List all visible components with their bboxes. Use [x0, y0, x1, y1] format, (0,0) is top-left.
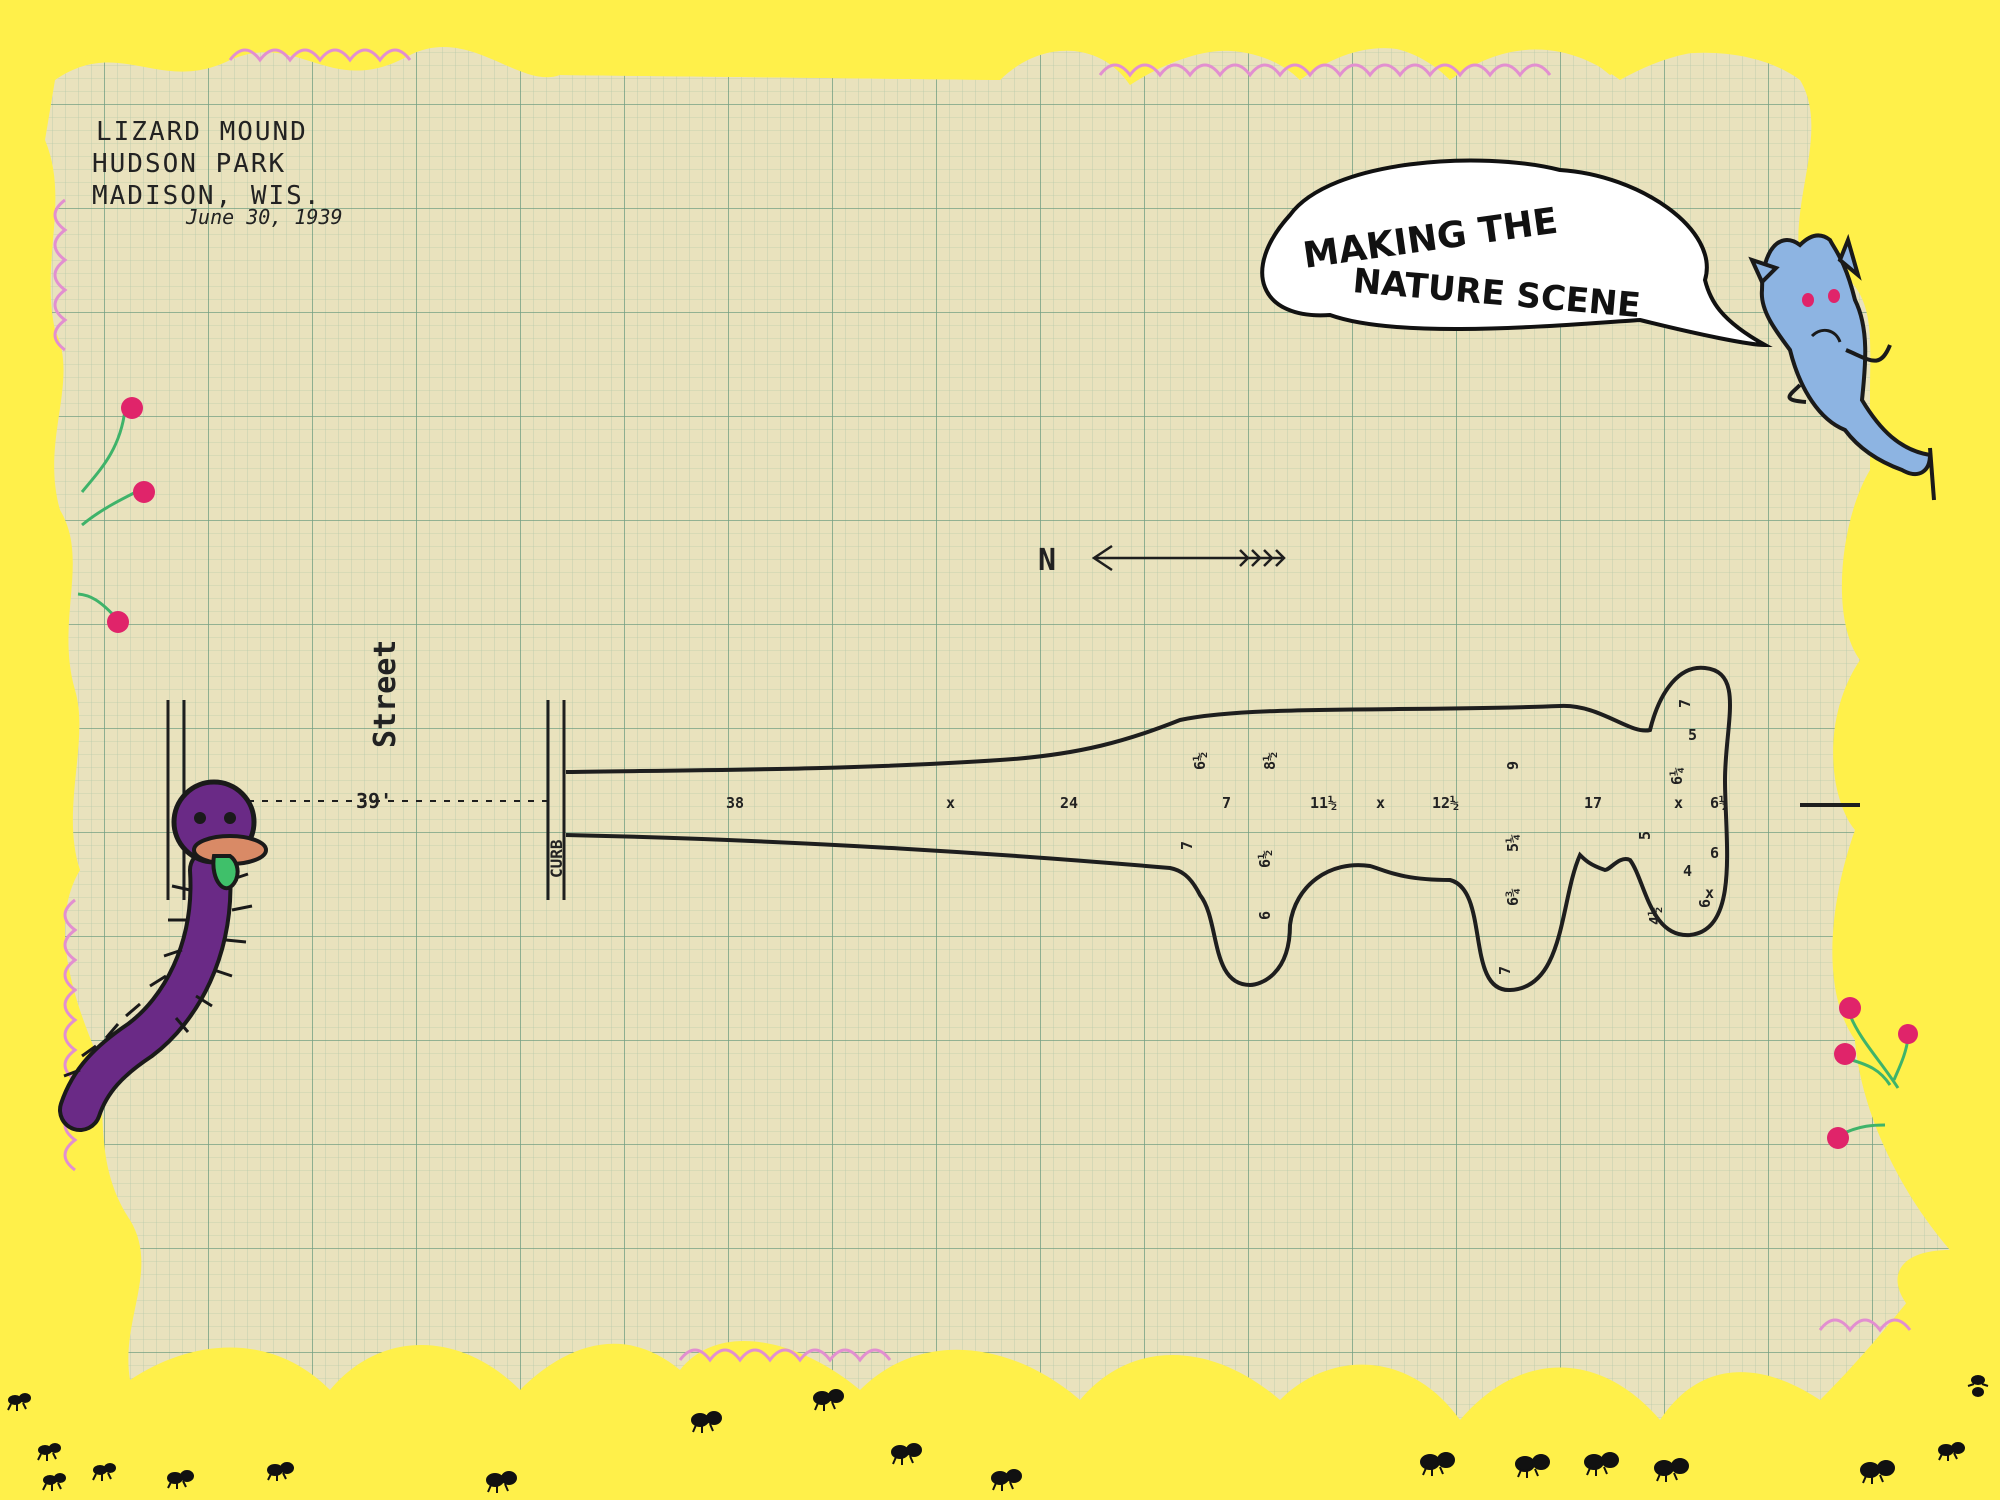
measurement: 11½ [1310, 794, 1337, 812]
measurement: 6¼ [1668, 767, 1686, 785]
measurement: 24 [1060, 794, 1078, 812]
header-line-2: HUDSON PARK [92, 149, 286, 179]
header-line-1: LIZARD MOUND [96, 117, 308, 147]
flowers-left [77, 397, 155, 633]
flowers-right [1827, 997, 1918, 1149]
measurement: x [1705, 884, 1714, 902]
speech-bubble: MAKING THE NATURE SCENE [1260, 158, 1773, 348]
measurement: 9 [1504, 761, 1522, 770]
measurement: 7 [1222, 794, 1231, 812]
blue-creature [1748, 233, 1936, 501]
graph-paper [45, 45, 1950, 1420]
measurement: 6 [1256, 911, 1274, 920]
measurement: 4 [1683, 862, 1692, 880]
curb-label: CURB [547, 839, 566, 878]
measurement-annotations: 38 x 24 6½ 7 8½ 11½ x 12½ 9 17 7 5 6¼ 6½… [726, 699, 1728, 975]
header-label: LIZARD MOUND HUDSON PARK MADISON, WIS. J… [92, 117, 343, 229]
measurement: 4½ [1646, 907, 1664, 925]
measurement: 7 [1178, 841, 1196, 850]
street-label: Street [368, 640, 403, 748]
measurement: x [946, 794, 955, 812]
measurement: 5 [1688, 726, 1697, 744]
measurement: 7 [1496, 966, 1514, 975]
measurement: 6¾ [1504, 888, 1522, 906]
measurement: 6 [1696, 899, 1714, 908]
measurement: 6½ [1256, 850, 1274, 868]
measurement: 5 [1636, 831, 1654, 840]
measurement: 8½ [1261, 752, 1279, 770]
measurement: 38 [726, 794, 744, 812]
street-distance: 39' [356, 789, 392, 813]
measurement: 6½ [1191, 752, 1209, 770]
street-markings [166, 700, 1860, 900]
pink-scallop-border [53, 48, 1912, 1363]
header-date: June 30, 1939 [185, 205, 343, 229]
measurement: 5¼ [1504, 834, 1522, 852]
lizard-mound-outline [565, 665, 1732, 993]
measurement: 12½ [1432, 794, 1459, 812]
measurement: 17 [1584, 794, 1602, 812]
measurement: x [1376, 794, 1385, 812]
header-line-3: MADISON, WIS. [92, 181, 322, 211]
measurement: 7 [1676, 699, 1694, 708]
measurement: 6 [1710, 844, 1719, 862]
north-arrow: N [1038, 543, 1286, 578]
ants [7, 1375, 1989, 1493]
north-label: N [1038, 543, 1056, 578]
measurement: x [1674, 794, 1683, 812]
measurement: 6½ [1710, 794, 1728, 812]
purple-worm-creature [58, 779, 268, 1132]
